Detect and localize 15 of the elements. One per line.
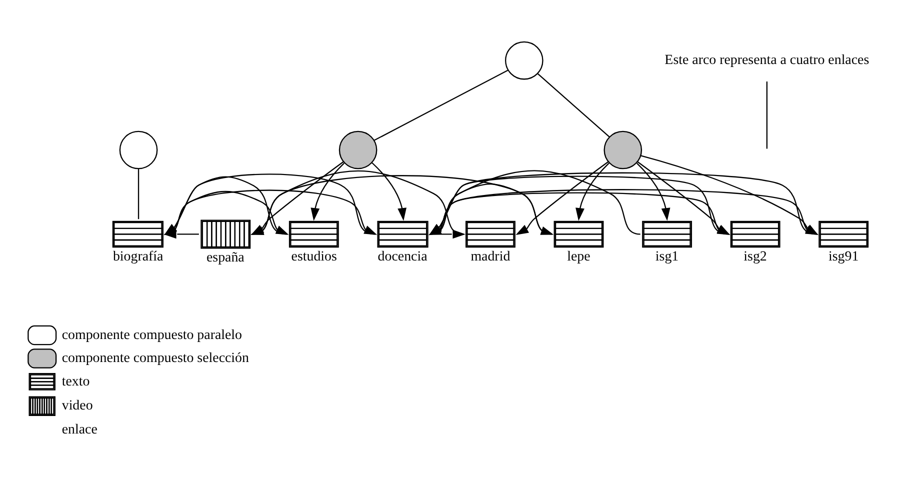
- node-label: isg2: [744, 248, 767, 264]
- node-label: estudios: [291, 248, 337, 264]
- node-label: lepe: [567, 248, 590, 264]
- node-label: madrid: [470, 248, 510, 264]
- legend-label: texto: [62, 374, 90, 389]
- legend-label: componente compuesto selección: [62, 350, 249, 366]
- legend-label: componente compuesto paralelo: [62, 327, 242, 342]
- node-label: españa: [206, 250, 244, 266]
- node-label: isg91: [828, 248, 859, 264]
- legend-label: video: [62, 398, 93, 414]
- node-label: isg1: [655, 248, 679, 264]
- node-text: Este arco representa a cuatro enlaces: [664, 52, 870, 68]
- legend-label: enlace: [62, 422, 98, 438]
- node-label: biografía: [112, 248, 164, 264]
- node-label: docencia: [378, 248, 428, 264]
